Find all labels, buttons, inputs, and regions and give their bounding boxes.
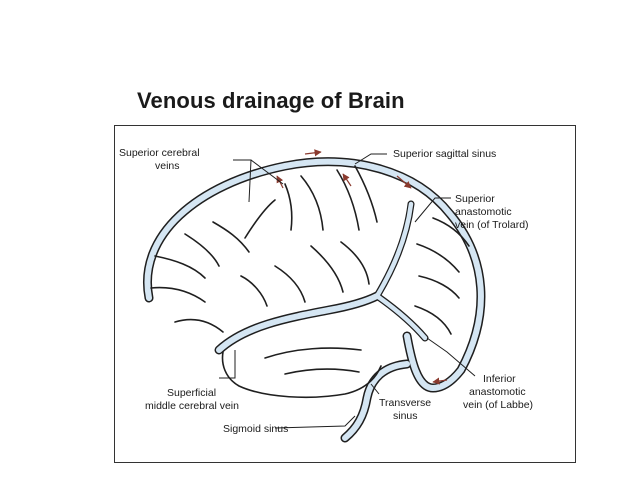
brain-venous-diagram: Superior cerebral veins Superior sagitta… xyxy=(114,125,576,463)
vein-fills xyxy=(144,158,484,441)
leader-transverse xyxy=(370,383,380,395)
diagram-canvas: Superior cerebral veins Superior sagitta… xyxy=(119,147,533,443)
flow-arrow-sagittal-2 xyxy=(396,175,412,189)
label-superior-sagittal-sinus: Superior sagittal sinus xyxy=(393,148,496,160)
temporal-sulcus-2 xyxy=(284,368,360,375)
label-transverse-sinus: Transverse sinus xyxy=(379,397,434,422)
leader-sagittal xyxy=(354,153,387,165)
temporal-sulcus xyxy=(264,347,362,359)
superior-cerebral-veins xyxy=(150,165,470,335)
temporal-lobe-outline xyxy=(221,351,382,399)
label-sigmoid-sinus: Sigmoid sinus xyxy=(223,423,288,435)
label-inferior-anastomotic-vein: Inferior anastomotic vein (of Labbe) xyxy=(463,373,533,411)
leader-trolard xyxy=(414,197,451,223)
flow-arrow-sagittal-1 xyxy=(304,149,322,157)
slide-title: Venous drainage of Brain xyxy=(137,88,405,113)
leader-superior-cerebral-2 xyxy=(250,159,284,185)
label-superior-anastomotic-vein: Superior anastomotic vein (of Trolard) xyxy=(455,193,529,231)
leader-middle-cerebral xyxy=(219,350,236,379)
label-superior-cerebral-veins: Superior cerebral veins xyxy=(119,147,202,172)
trolard-vessel xyxy=(373,200,415,300)
leader-lines xyxy=(219,153,476,429)
leader-sigmoid xyxy=(274,415,356,429)
flow-arrow-transverse xyxy=(432,377,448,385)
label-superficial-middle-cerebral-vein: Superficial middle cerebral vein xyxy=(145,387,239,412)
flow-arrow-cerebral-2 xyxy=(342,173,352,187)
leader-labbe xyxy=(426,337,476,377)
